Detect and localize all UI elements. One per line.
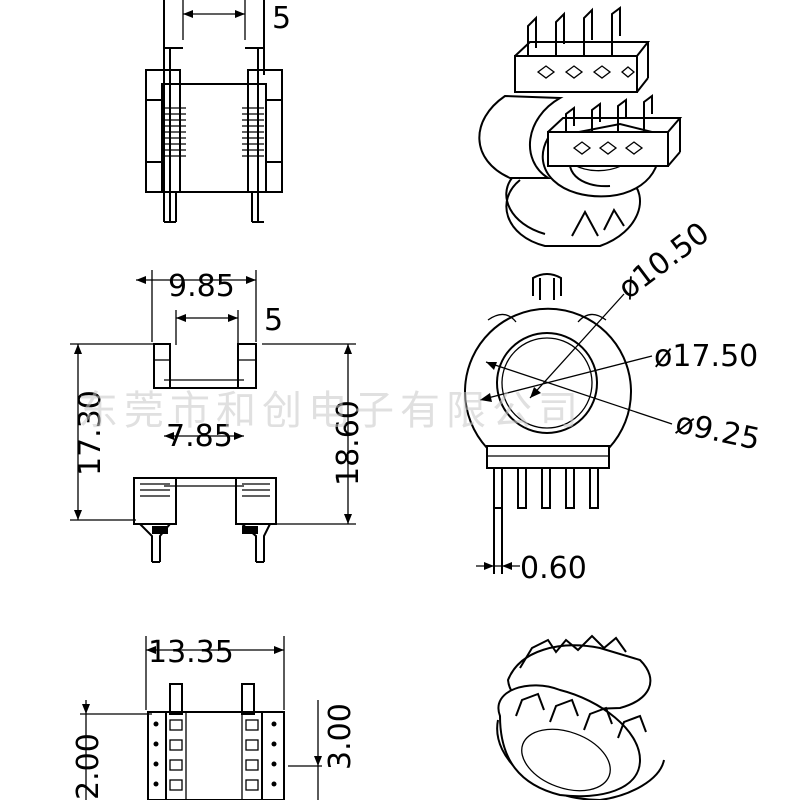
dim-pitch-inner: 5	[264, 303, 283, 338]
side-view-top: 5	[145, 0, 291, 223]
dim-pitch-outer: 9.85	[168, 269, 235, 304]
dim-gap-mid: 7.85	[166, 419, 233, 454]
dim-pin-dia: 0.60	[520, 551, 587, 586]
dim-bottom-left: 2.00	[71, 733, 106, 800]
dim-height-left: 17.30	[73, 390, 108, 476]
dim-width-bottom: 13.35	[148, 635, 234, 670]
dim-top-gap: 5	[272, 1, 291, 36]
front-view-middle: 9.85 5 17.30 18.60 7.85	[70, 269, 366, 563]
isometric-view-top	[478, 6, 683, 247]
watermark: 东莞市和创电子有限公司	[78, 388, 584, 434]
pin-view-bottom: 13.35 2.00 3.00	[71, 635, 358, 800]
dim-bottom-right: 3.00	[323, 703, 358, 770]
dim-dia-outer: ø17.50	[654, 339, 758, 374]
dim-dia-hole: ø9.25	[672, 406, 763, 458]
isometric-view-bottom	[496, 634, 665, 800]
dim-height-right: 18.60	[331, 400, 366, 486]
